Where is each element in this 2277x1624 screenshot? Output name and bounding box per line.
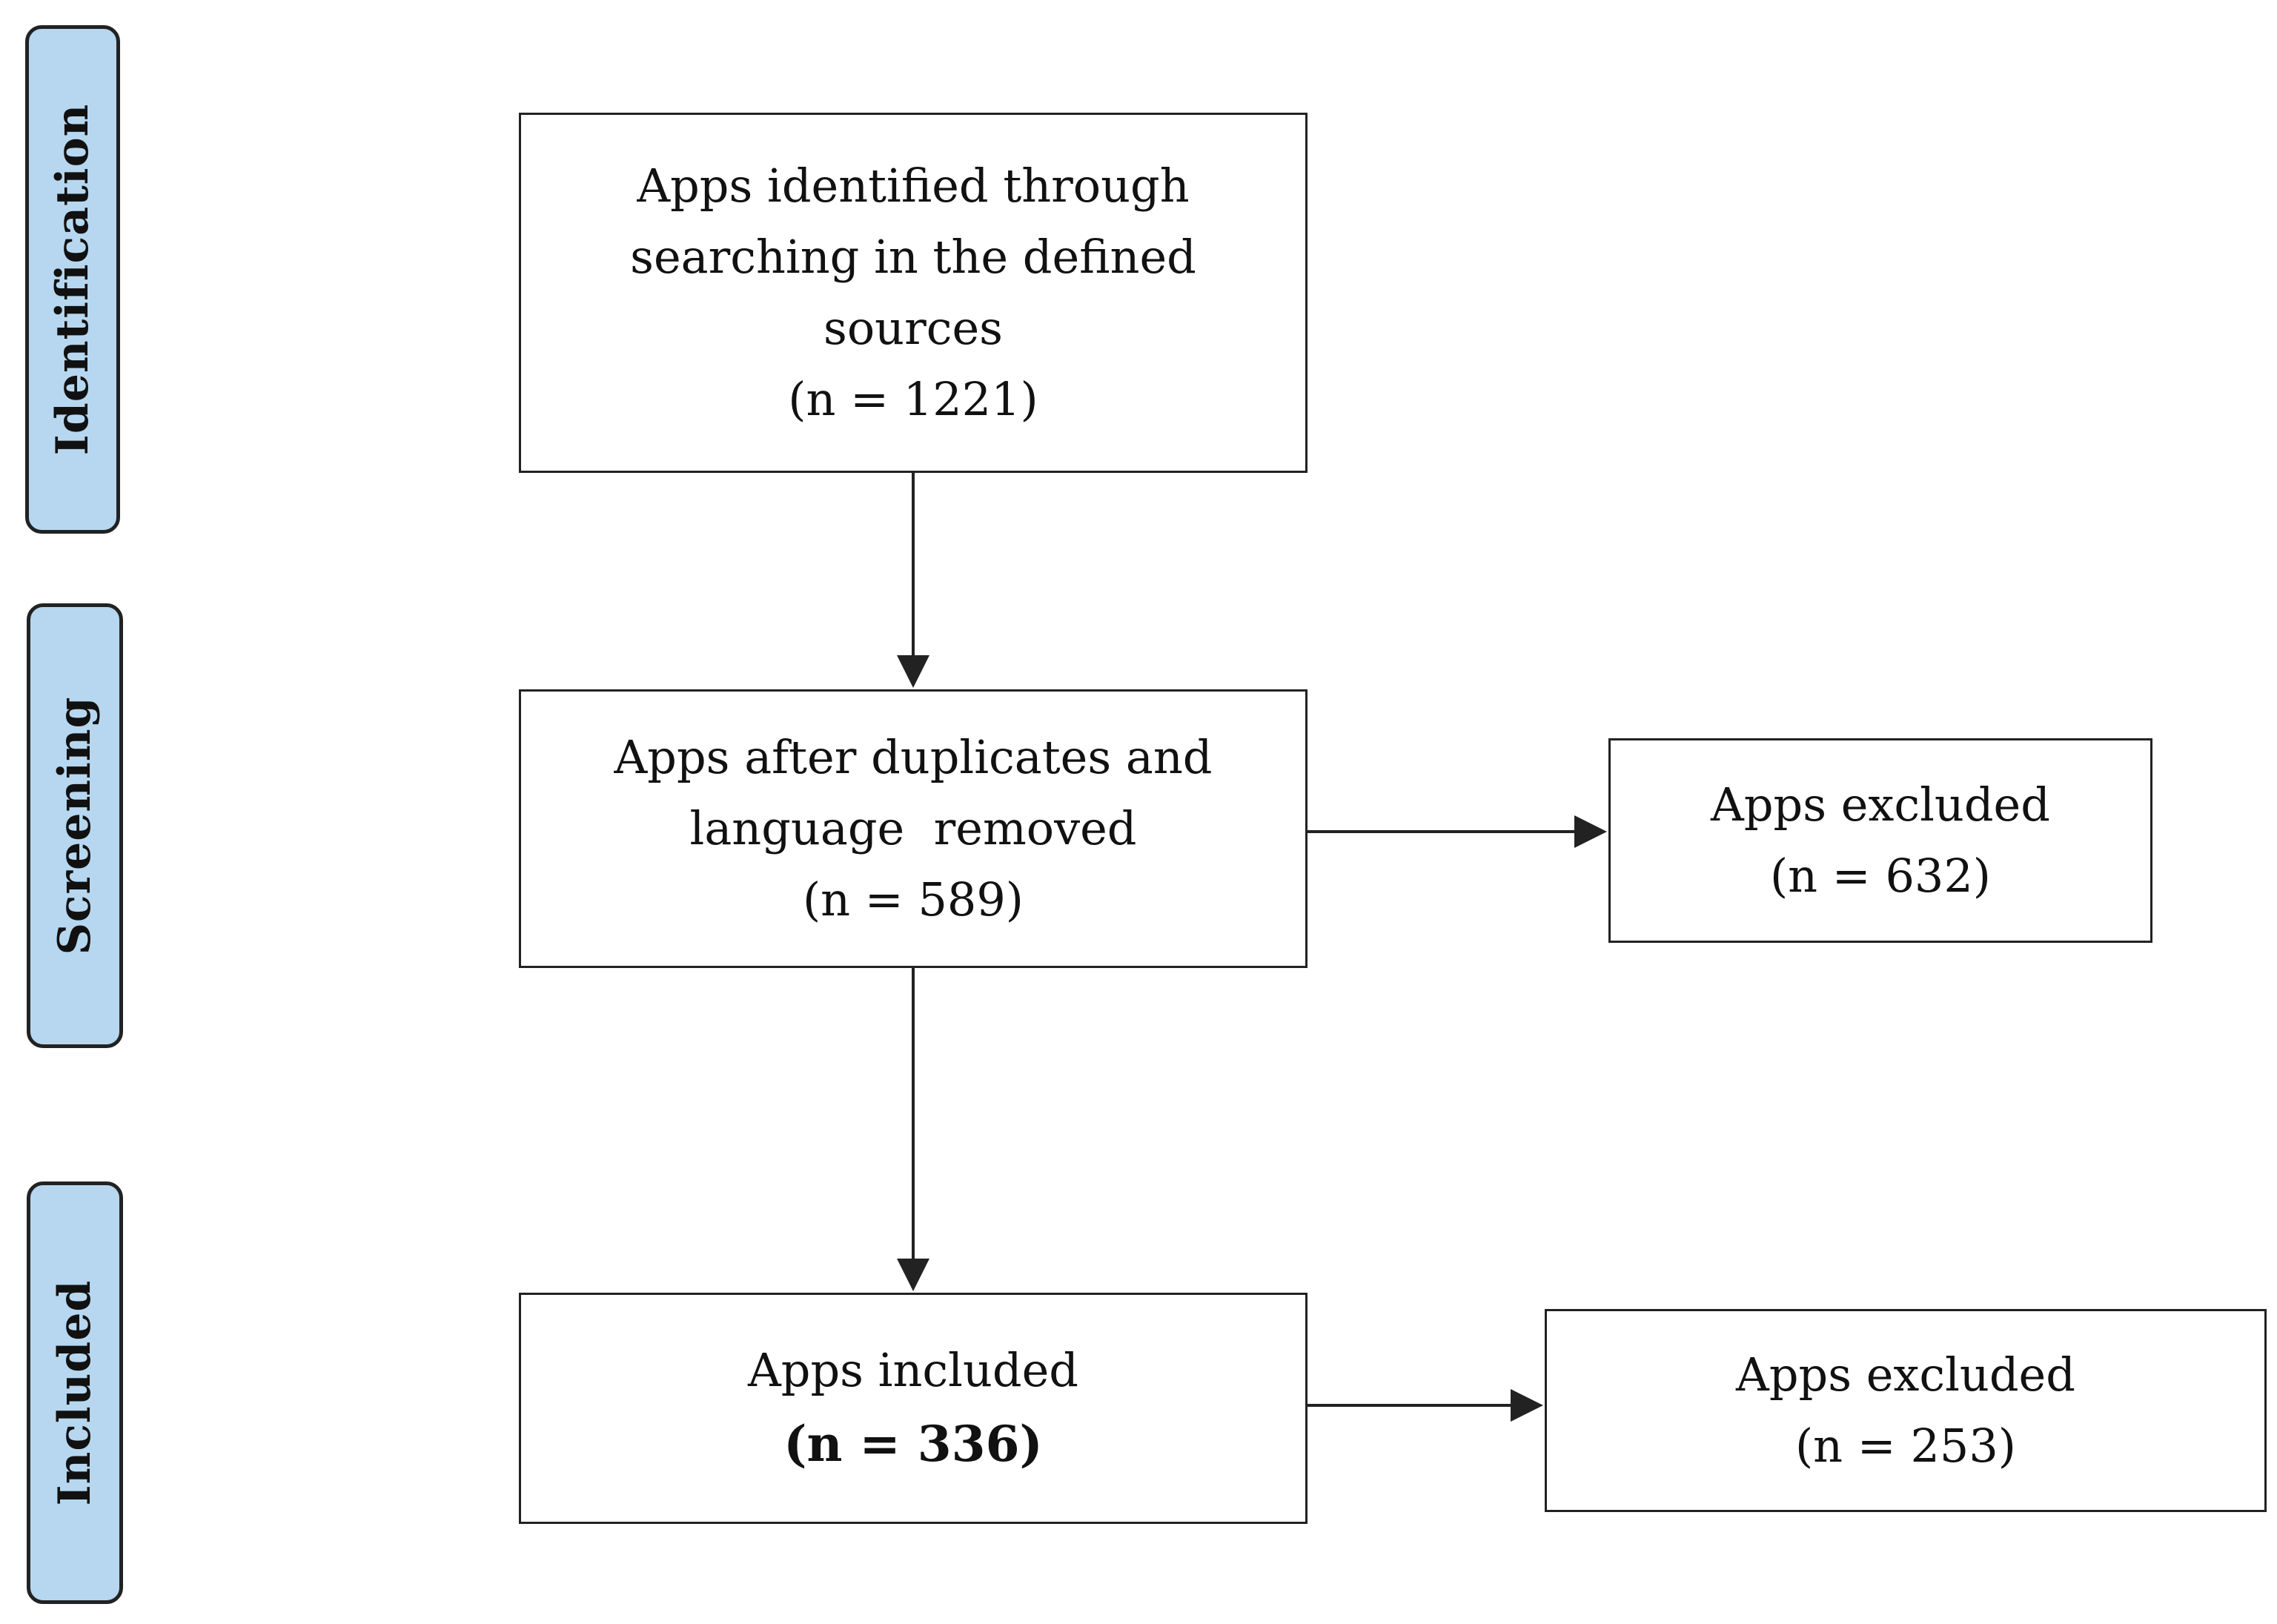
box-identified-line-1: Apps identified through — [637, 158, 1190, 213]
box-identified: Apps identified through searching in the… — [519, 113, 1307, 473]
box-excluded-included: Apps excluded (n = 253) — [1545, 1309, 2267, 1512]
box-after-duplicates-line-1: Apps after duplicates and — [614, 729, 1213, 784]
box-excluded-included-label: Apps excluded — [1736, 1347, 2075, 1402]
box-identified-line-3: sources — [823, 301, 1003, 355]
phase-identification: Identification — [25, 25, 120, 534]
box-identified-line-2: searching in the defined — [630, 229, 1196, 284]
box-after-duplicates-line-2: language removed — [689, 801, 1137, 855]
phase-included: Included — [27, 1181, 123, 1604]
box-included-count: (n = 336) — [783, 1414, 1043, 1473]
box-after-duplicates: Apps after duplicates and language remov… — [519, 689, 1307, 968]
phase-screening: Screening — [27, 603, 123, 1048]
box-included-label: Apps included — [748, 1342, 1078, 1397]
arrowhead-identified-to-screening — [897, 655, 929, 688]
box-after-duplicates-count: (n = 589) — [802, 872, 1024, 927]
arrowhead-included-to-excluded — [1511, 1389, 1543, 1422]
arrowhead-screening-to-included — [897, 1259, 929, 1291]
box-excluded-included-count: (n = 253) — [1794, 1419, 2016, 1473]
box-included: Apps included (n = 336) — [519, 1293, 1307, 1524]
box-identified-count: (n = 1221) — [788, 372, 1038, 427]
box-excluded-screening: Apps excluded (n = 632) — [1608, 738, 2152, 943]
connector-arrows — [897, 473, 1607, 1422]
box-excluded-screening-label: Apps excluded — [1711, 777, 2050, 832]
arrowhead-screening-to-excluded — [1574, 815, 1607, 848]
box-excluded-screening-count: (n = 632) — [1769, 849, 1991, 903]
flow-diagram: Identification Screening Included Apps i… — [25, 25, 2267, 1604]
